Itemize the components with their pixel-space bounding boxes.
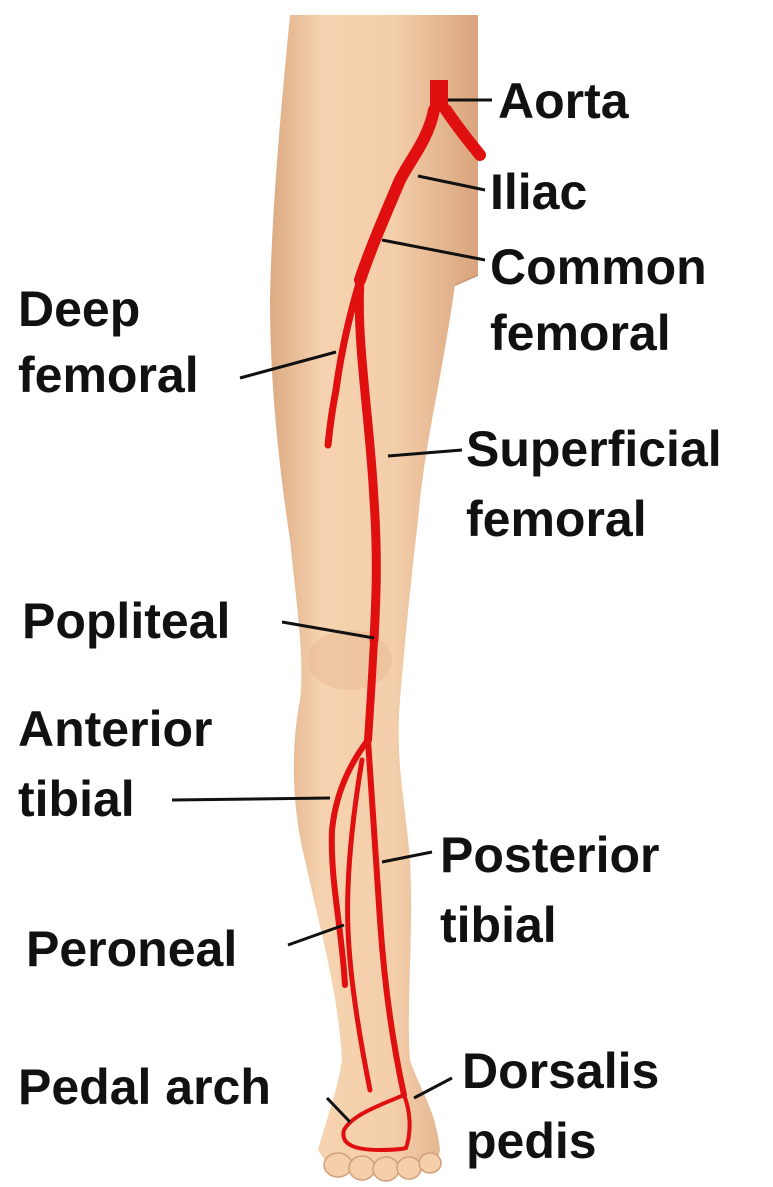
leader-anterior-tibial [172, 798, 330, 800]
label-anterior-tibial-line1: Anterior [18, 700, 212, 758]
label-superficial-femoral-line1: Superficial [466, 420, 722, 478]
label-common-femoral-line2: femoral [490, 304, 671, 362]
label-iliac: Iliac [490, 163, 587, 221]
label-common-femoral-line1: Common [490, 238, 707, 296]
label-posterior-tibial-line1: Posterior [440, 826, 660, 884]
label-deep-femoral-line1: Deep [18, 280, 140, 338]
toes [324, 1153, 441, 1181]
label-deep-femoral-line2: femoral [18, 346, 199, 404]
knee-shading [308, 630, 392, 690]
label-posterior-tibial-line2: tibial [440, 896, 557, 954]
label-anterior-tibial-line2: tibial [18, 770, 135, 828]
label-superficial-femoral-line2: femoral [466, 490, 647, 548]
label-dorsalis-pedis-line1: Dorsalis [462, 1042, 659, 1100]
label-dorsalis-pedis-line2: pedis [466, 1112, 597, 1170]
label-peroneal: Peroneal [26, 920, 237, 978]
label-pedal-arch: Pedal arch [18, 1058, 271, 1116]
label-popliteal: Popliteal [22, 592, 230, 650]
label-aorta: Aorta [498, 72, 629, 130]
